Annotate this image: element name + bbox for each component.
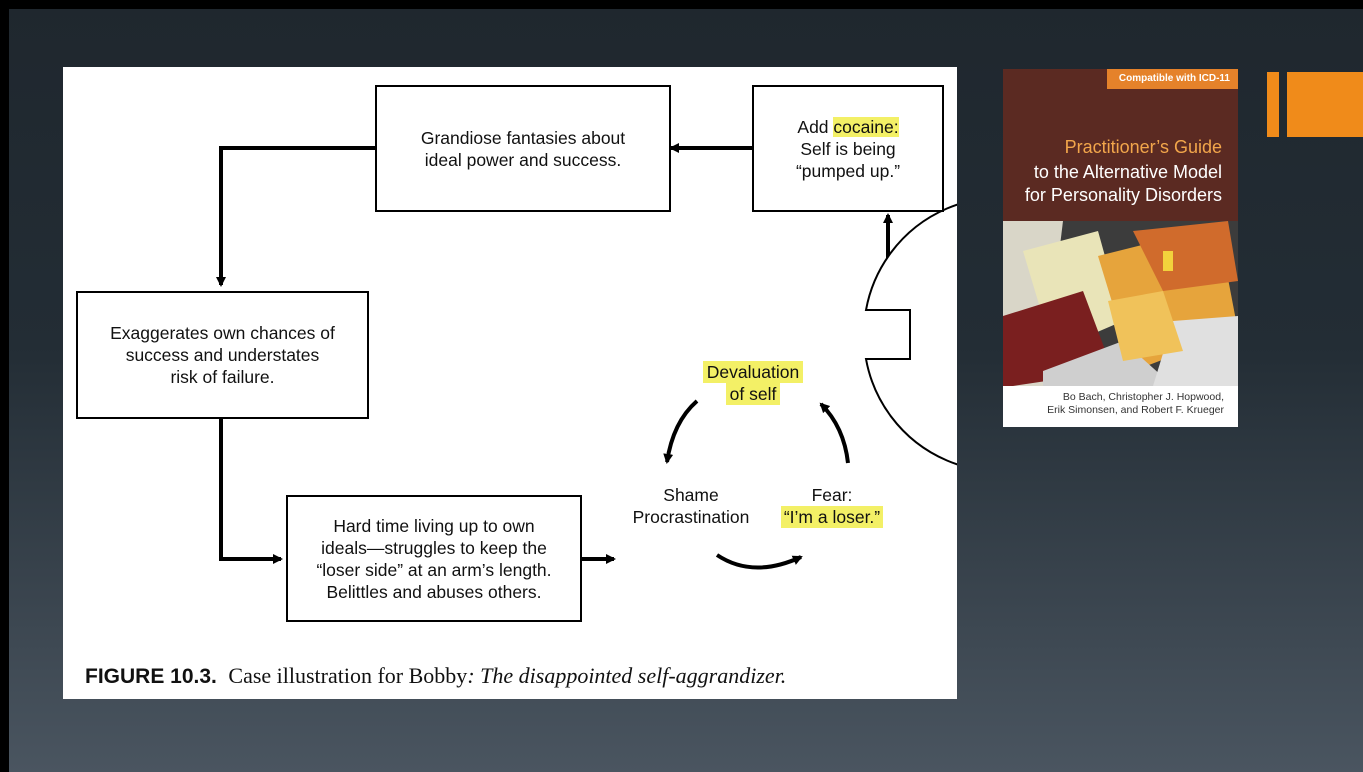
fear-line: Fear: <box>811 485 853 505</box>
exaggerates-line: success and understates <box>125 345 320 365</box>
book-cover: Compatible with ICD-11 Practitioner’s Gu… <box>1003 69 1238 427</box>
accent-bar-thin <box>1267 72 1279 137</box>
box-grandiose-fantasies: Grandiose fantasies about ideal power an… <box>375 85 671 212</box>
devaluation-line: of self <box>725 383 781 405</box>
arrow-exaggerates-to-hardtime <box>219 419 283 564</box>
cycle-circle <box>864 203 957 466</box>
exaggerates-line: Exaggerates own chances of <box>110 323 335 343</box>
cocaine-line: Self is being <box>800 138 896 159</box>
fear-quote: “I’m a loser.” <box>780 506 884 528</box>
book-title-line: to the Alternative Model <box>1033 162 1222 182</box>
cocaine-highlight: cocaine: <box>833 116 899 137</box>
book-cover-artwork <box>1003 221 1238 386</box>
caption-label: FIGURE 10.3. <box>85 665 217 688</box>
hardtime-line: “loser side” at an arm’s length. <box>316 559 552 580</box>
book-authors-line: Bo Bach, Christopher J. Hopwood, <box>1062 391 1224 403</box>
grandiose-line: ideal power and success. <box>424 149 622 170</box>
devaluation-line: Devaluation <box>702 361 804 383</box>
shame-line: Procrastination <box>632 507 750 527</box>
book-cover-header <box>1003 69 1238 221</box>
book-authors-line: Erik Simonsen, and Robert F. Krueger <box>1047 404 1224 416</box>
box-hard-time-living-up: Hard time living up to own ideals—strugg… <box>286 495 582 622</box>
accent-bar-thick <box>1287 72 1363 137</box>
cocaine-prefix: Add <box>797 116 834 137</box>
box-exaggerates-chances: Exaggerates own chances of success and u… <box>76 291 369 419</box>
figure-caption: FIGURE 10.3. Case illustration for Bobby… <box>85 663 786 689</box>
hardtime-line: Belittles and abuses others. <box>326 581 542 602</box>
book-compatibility-tag: Compatible with ICD-11 <box>1106 69 1238 89</box>
hardtime-line: ideals—struggles to keep the <box>321 537 547 558</box>
cycle-arrow-left <box>663 399 699 464</box>
cycle-devaluation-label: Devaluation of self <box>698 361 808 405</box>
cycle-shame-label: Shame Procrastination <box>621 484 761 528</box>
cycle-fear-label: Fear: “I’m a loser.” <box>767 484 897 528</box>
caption-italic: The disappointed self-aggrandizer. <box>480 663 787 688</box>
exaggerates-line: risk of failure. <box>170 367 275 387</box>
grandiose-line: Grandiose fantasies about <box>420 127 626 148</box>
hardtime-line: Hard time living up to own <box>333 515 535 536</box>
arrow-grandiose-to-exaggerates <box>216 146 375 287</box>
book-authors: Bo Bach, Christopher J. Hopwood, Erik Si… <box>1003 391 1224 417</box>
flow-arrows <box>216 143 957 570</box>
cocaine-line: “pumped up.” <box>795 160 901 181</box>
caption-text: Case illustration for Bobby <box>222 663 468 688</box>
cycle-arrow-bottom <box>715 553 803 570</box>
box-add-cocaine: Add cocaine: Self is being “pumped up.” <box>752 85 944 212</box>
shame-line: Shame <box>663 485 719 505</box>
caption-colon: : <box>467 663 481 688</box>
book-title-line: Practitioner’s Guide <box>1064 137 1222 157</box>
figure-image: Grandiose fantasies about ideal power an… <box>63 67 957 699</box>
cycle-arrow-right <box>819 402 850 464</box>
book-title-line: for Personality Disorders <box>1024 185 1222 205</box>
book-title-subtitle: to the Alternative Model for Personality… <box>1003 161 1222 207</box>
